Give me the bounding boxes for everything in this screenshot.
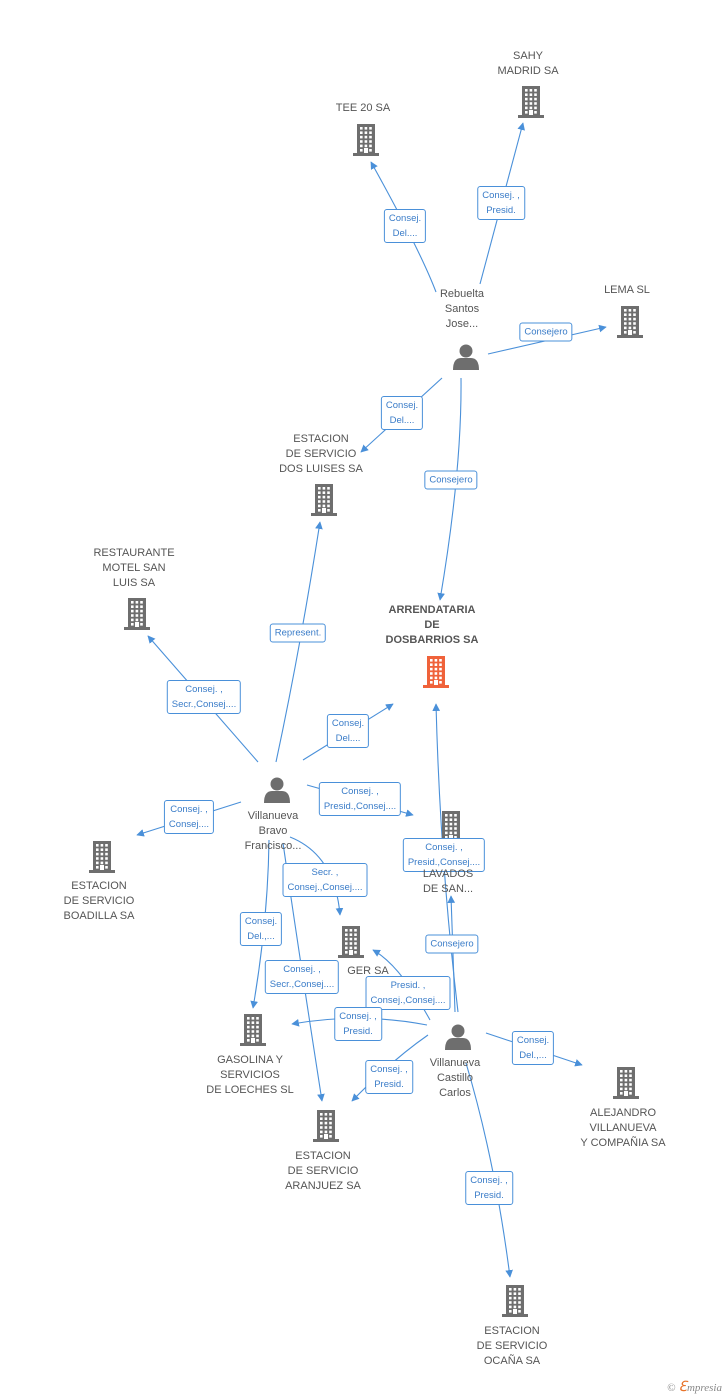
node-label-boadilla[interactable]: ESTACION DE SERVICIO BOADILLA SA bbox=[63, 880, 135, 922]
edge-label-vbravo-to-aranjuez[interactable]: Consej. , Secr.,Consej.... bbox=[264, 960, 340, 994]
building-icon-alejandro[interactable] bbox=[613, 1067, 639, 1099]
node-label-ocana[interactable]: ESTACION DE SERVICIO OCAÑA SA bbox=[476, 1325, 548, 1367]
node-label-vcastillo[interactable]: Villanueva Castillo Carlos bbox=[429, 1057, 481, 1099]
copyright-footer: © ℇmpresia bbox=[667, 1379, 722, 1396]
brand-initial: ℇ bbox=[678, 1380, 687, 1395]
edge-label-vbravo-to-boadilla[interactable]: Consej. , Consej.... bbox=[163, 800, 215, 834]
building-icon-sahy[interactable] bbox=[518, 86, 544, 118]
edge-label-vcastillo-to-alejandro[interactable]: Consej. Del.,... bbox=[511, 1031, 555, 1065]
nodes-layer bbox=[89, 86, 643, 1317]
node-label-arrendataria[interactable]: ARRENDATARIA DE DOSBARRIOS SA bbox=[385, 604, 479, 646]
edge-vcastillo-to-lavados bbox=[447, 895, 456, 1013]
edge-label-vbravo-to-arrendataria[interactable]: Consej. Del.... bbox=[326, 714, 370, 748]
building-icon-ocana[interactable] bbox=[502, 1285, 528, 1317]
edge-label-vbravo-to-ger[interactable]: Secr. , Consej.,Consej.... bbox=[282, 863, 368, 897]
edge-label-vcastillo-to-arrendataria[interactable]: Consej. , Presid.,Consej.... bbox=[402, 838, 486, 872]
edge-label-vcastillo-to-ger[interactable]: Presid. , Consej.,Consej.... bbox=[365, 976, 451, 1010]
edge-label-vcastillo-to-ocana[interactable]: Consej. , Presid. bbox=[465, 1171, 513, 1205]
node-label-tee20[interactable]: TEE 20 SA bbox=[335, 102, 391, 114]
node-label-restaurante[interactable]: RESTAURANTE MOTEL SAN LUIS SA bbox=[93, 547, 175, 589]
node-label-aranjuez[interactable]: ESTACION DE SERVICIO ARANJUEZ SA bbox=[285, 1150, 361, 1192]
edge-label-vcastillo-to-aranjuez[interactable]: Consej. , Presid. bbox=[365, 1060, 413, 1094]
edge-label-vbravo-to-lavados[interactable]: Consej. , Presid.,Consej.... bbox=[318, 782, 402, 816]
copyright-symbol: © bbox=[667, 1382, 676, 1394]
building-icon-gasolina[interactable] bbox=[240, 1014, 266, 1046]
edge-label-rebuelta-to-sahy[interactable]: Consej. , Presid. bbox=[477, 186, 525, 220]
building-icon-lema[interactable] bbox=[617, 306, 643, 338]
node-label-rebuelta[interactable]: Rebuelta Santos Jose... bbox=[439, 288, 485, 330]
node-label-sahy[interactable]: SAHY MADRID SA bbox=[497, 50, 559, 77]
edge-vbravo-to-dosluises bbox=[275, 521, 323, 763]
edge-label-vbravo-to-dosluises[interactable]: Represent. bbox=[269, 623, 327, 643]
edge-label-rebuelta-to-arrendataria[interactable]: Consejero bbox=[424, 470, 478, 490]
edge-label-vcastillo-to-lavados[interactable]: Consejero bbox=[425, 934, 479, 954]
node-label-lema[interactable]: LEMA SL bbox=[604, 284, 650, 296]
person-icon-rebuelta[interactable] bbox=[453, 344, 479, 371]
edge-vcastillo-to-ocana bbox=[465, 1062, 513, 1278]
node-label-lavados[interactable]: LAVADOS DE SAN... bbox=[422, 868, 474, 895]
building-icon-tee20[interactable] bbox=[353, 124, 379, 156]
building-icon-ger[interactable] bbox=[338, 926, 364, 958]
edge-label-rebuelta-to-dosluises[interactable]: Consej. Del.... bbox=[380, 396, 424, 430]
building-icon-arrendataria[interactable] bbox=[423, 656, 449, 688]
edge-label-rebuelta-to-tee20[interactable]: Consej. Del.... bbox=[383, 209, 427, 243]
edge-label-vbravo-to-restaurante[interactable]: Consej. , Secr.,Consej.... bbox=[166, 680, 242, 714]
person-icon-vbravo[interactable] bbox=[264, 777, 290, 804]
building-icon-restaurante[interactable] bbox=[124, 598, 150, 630]
person-icon-vcastillo[interactable] bbox=[445, 1024, 471, 1051]
edge-label-rebuelta-to-lema[interactable]: Consejero bbox=[519, 322, 573, 342]
building-icon-aranjuez[interactable] bbox=[313, 1110, 339, 1142]
node-label-alejandro[interactable]: ALEJANDRO VILLANUEVA Y COMPAÑIA SA bbox=[580, 1107, 666, 1149]
edge-label-vbravo-to-gasolina[interactable]: Consej. Del.,... bbox=[239, 912, 283, 946]
node-label-ger[interactable]: GER SA bbox=[347, 965, 389, 977]
building-icon-boadilla[interactable] bbox=[89, 841, 115, 873]
brand-name: mpresia bbox=[686, 1382, 722, 1394]
node-label-dosluises[interactable]: ESTACION DE SERVICIO DOS LUISES SA bbox=[279, 433, 363, 475]
building-icon-dosluises[interactable] bbox=[311, 484, 337, 516]
node-label-gasolina[interactable]: GASOLINA Y SERVICIOS DE LOECHES SL bbox=[206, 1054, 294, 1096]
edge-label-vcastillo-to-gasolina[interactable]: Consej. , Presid. bbox=[334, 1007, 382, 1041]
node-label-vbravo[interactable]: Villanueva Bravo Francisco... bbox=[244, 810, 302, 852]
